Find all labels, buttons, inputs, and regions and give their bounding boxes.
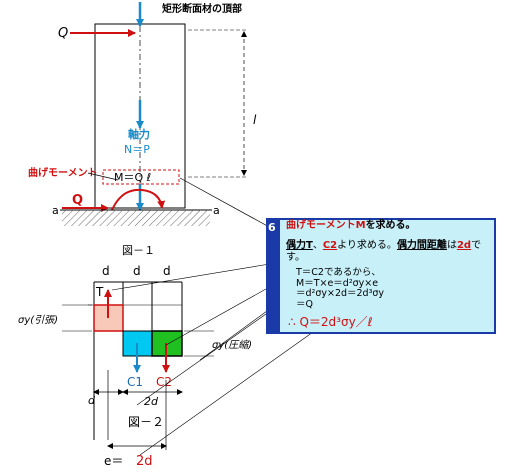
label-c1: C1 (127, 375, 143, 389)
moment-arc-arrow (111, 188, 166, 211)
callout-line1-red: 曲げモーメントM (286, 220, 366, 231)
callout-step-number: 6 (268, 221, 276, 234)
label-sigma-compression: σy(圧縮) (212, 339, 252, 351)
label-c2: C2 (156, 375, 172, 389)
label-d3: d (163, 264, 171, 278)
calc-line2: M＝T×e＝d²σy×e (296, 277, 379, 289)
callout-line2: 偶力T、C2より求める。偶力間距離は2dです。 (286, 240, 492, 264)
callout-couple-c2: C2 (322, 240, 338, 251)
callout-couple-t: 偶力T (286, 240, 313, 251)
label-q-bottom: Q (72, 193, 83, 208)
caption-fig2: 図－２ (128, 415, 164, 429)
caption-fig1: 図－１ (122, 244, 155, 257)
label-a-left: a (52, 204, 59, 217)
callout-comma: 、 (312, 240, 323, 251)
callout-result: ∴ Q＝2d³σy／ℓ (288, 315, 373, 329)
callout-calc: T＝C2であるから、 M＝T×e＝d²σy×e ＝d²σy×2d＝2d³σy ＝… (296, 267, 492, 310)
callout-number-strip (266, 218, 280, 334)
label-2d: 2d (144, 395, 159, 408)
label-moment: 曲げモーメント (28, 166, 98, 179)
label-axial: 軸力 (128, 127, 150, 141)
callout-2d: 2d (456, 240, 472, 251)
label-n: N＝P (124, 143, 150, 156)
moment-leader (87, 172, 119, 181)
callout-line2-d: より求める。 (337, 240, 397, 251)
label-a-right: a (213, 204, 220, 217)
label-mql: M＝Q ℓ (114, 171, 151, 184)
label-e-prefix: e＝ (104, 454, 123, 468)
pointer-line-2 (111, 261, 283, 291)
callout-couple-distance: 偶力間距離 (396, 240, 447, 251)
calc-line3: ＝d²σy×2d＝2d³σy (296, 288, 385, 299)
label-l: l (253, 113, 257, 127)
pointer-line-1 (179, 177, 283, 235)
label-t: T (95, 285, 104, 299)
label-sigma-tension: σy(引張) (18, 314, 58, 326)
label-q-top: Q (58, 26, 68, 41)
callout-line2-h: です。 (286, 240, 482, 263)
label-e-value: 2d (136, 454, 153, 469)
label-d-small: d (88, 394, 96, 407)
explanation-callout: 6 曲げモーメントMを求める。 偶力T、C2より求める。偶力間距離は2dです。 … (266, 218, 496, 334)
figure-title: 矩形断面材の頂部 (162, 2, 242, 15)
callout-line1: 曲げモーメントMを求める。 (286, 220, 492, 232)
callout-body: 曲げモーメントMを求める。 偶力T、C2より求める。偶力間距離は2dです。 T＝… (286, 220, 492, 328)
pointer-line-5 (139, 319, 331, 456)
pointer-line-3 (165, 279, 283, 346)
label-d2: d (133, 264, 141, 278)
calc-line1: T＝C2であるから、 (296, 267, 381, 278)
callout-line1-rest: を求める。 (365, 220, 416, 231)
callout-line2-f: は (446, 240, 457, 251)
base-hatch (62, 210, 210, 226)
label-d1: d (102, 264, 110, 278)
calc-line4: ＝Q (296, 298, 313, 310)
